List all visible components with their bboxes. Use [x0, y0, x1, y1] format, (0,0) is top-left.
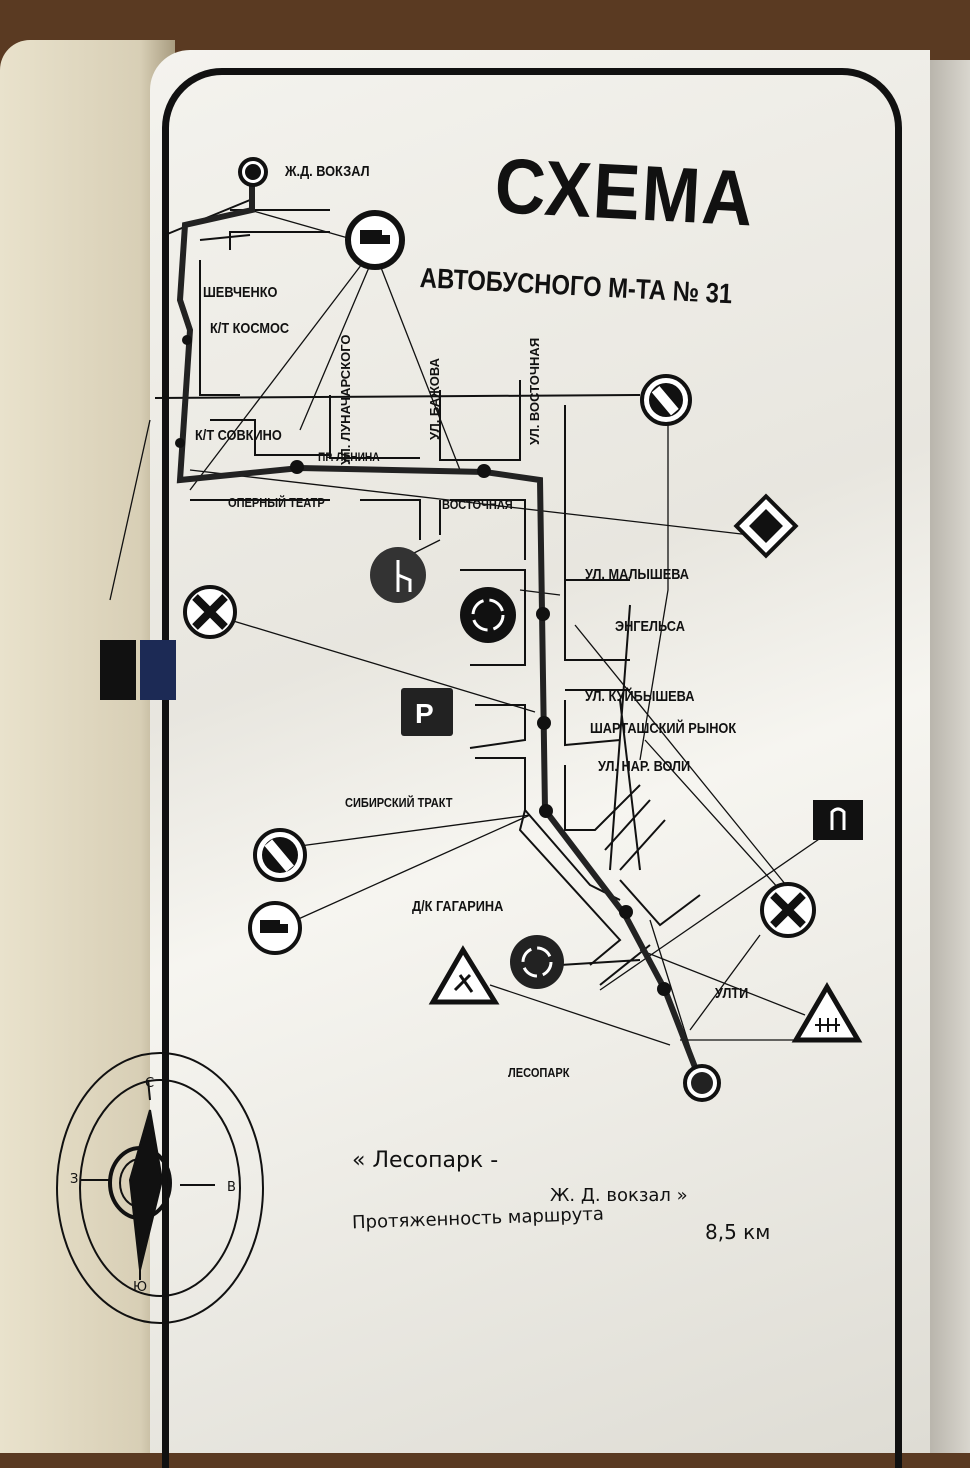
street-label-kuibysheva: УЛ. КУЙБЫШЕВА	[585, 688, 695, 705]
turn-sign-icon	[813, 800, 863, 840]
stop-label-gagarina: Д/К ГАГАРИНА	[412, 898, 504, 915]
compass-east: В	[227, 1180, 236, 1195]
compass-icon	[56, 1052, 264, 1324]
street-label-lenina: ПР. ЛЕНИНА	[318, 450, 380, 464]
book-page	[150, 50, 930, 1453]
terminal-end-icon	[683, 1064, 721, 1102]
no-stopping-sign-icon-2	[760, 882, 816, 938]
street-label-bazhova: УЛ. БАЖОВА	[427, 358, 442, 440]
no-entry-sign-icon	[640, 374, 692, 426]
roundabout-sign-icon-2	[510, 935, 564, 989]
stop-label-start: Ж.Д. ВОКЗАЛ	[285, 163, 370, 180]
parking-sign-icon	[401, 688, 453, 736]
compass-south: Ю	[133, 1280, 148, 1295]
no-stopping-sign-icon	[183, 585, 237, 639]
direction-sign-icon	[370, 547, 426, 603]
route-caption-line2: Ж. Д. вокзал »	[550, 1185, 688, 1206]
stop-label-end: ЛЕСОПАРК	[508, 1065, 570, 1080]
railroad-warning-sign-icon	[791, 982, 863, 1043]
no-trucks-sign-icon	[345, 210, 405, 270]
map-title: СХЕМА	[492, 141, 757, 243]
stop-label-shartash: ШАРТАШСКИЙ РЫНОК	[590, 720, 737, 737]
stop-label-sibtrakt: СИБИРСКИЙ ТРАКТ	[345, 795, 453, 810]
route-stops	[175, 335, 671, 996]
stop-label-kosmos: К/Т КОСМОС	[210, 320, 290, 337]
compass-north: С	[145, 1076, 155, 1091]
page-frame	[162, 68, 902, 1468]
no-entry-sign-icon-2	[253, 828, 307, 882]
stop-label-opera: ОПЕРНЫЙ ТЕАТР	[228, 495, 325, 510]
terminal-start-icon	[238, 157, 268, 187]
route-caption-line1: « Лесопарк -	[352, 1148, 499, 1173]
pointer-lines	[109, 209, 826, 1081]
stop-label-vostochnaya: ВОСТОЧНАЯ	[442, 497, 513, 512]
parking-sign-label: P	[415, 698, 434, 729]
stop-label-engelsa: ЭНГЕЛЬСА	[615, 618, 685, 635]
route-length-value: 8,5 км	[705, 1220, 771, 1244]
no-trucks-sign-icon-2	[248, 901, 302, 955]
street-label-vostochnaya: УЛ. ВОСТОЧНАЯ	[527, 337, 542, 445]
children-crossing-sign-icon	[428, 945, 500, 1005]
street-label-lunacharskogo: УЛ. ЛУНАЧАРСКОГО	[338, 334, 353, 465]
left-page-signs	[100, 640, 176, 700]
stop-label-ulti: УЛТИ	[715, 985, 749, 1002]
street-label-malysheva: УЛ. МАЛЫШЕВА	[585, 566, 689, 583]
roundabout-sign-icon	[460, 587, 516, 643]
compass-west: З	[70, 1172, 79, 1187]
stop-label-shevchenko: ШЕВЧЕНКО	[203, 284, 278, 301]
stop-label-sovkino: К/Т СОВКИНО	[195, 427, 282, 444]
railroad-crossing-sign-icon	[733, 493, 799, 559]
streets	[154, 199, 701, 986]
street-label-narvoli: УЛ. НАР. ВОЛИ	[598, 758, 691, 775]
